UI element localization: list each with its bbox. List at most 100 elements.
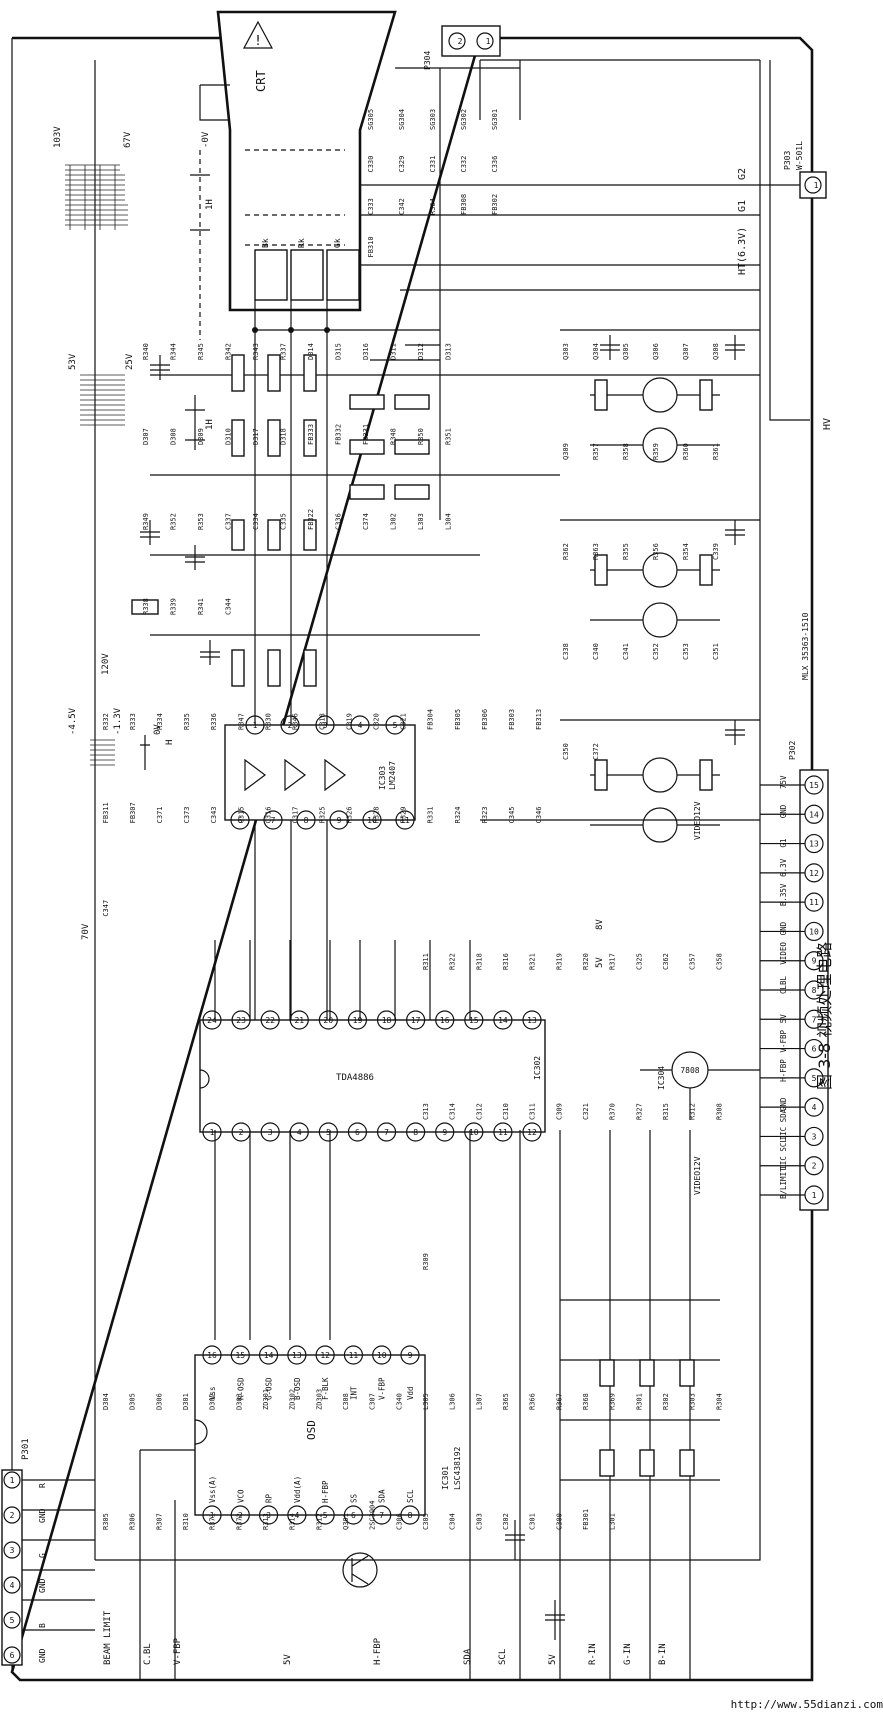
ic302-pin-23 xyxy=(231,1010,251,1030)
ic301-pin-number: 5 xyxy=(323,1511,328,1520)
component-ref: D308 xyxy=(170,428,178,445)
p302-pin-number: 5 xyxy=(812,1074,817,1083)
p301-signal-label: B xyxy=(38,1623,47,1628)
component-ref: C329 xyxy=(398,156,406,173)
p301-pin-3 xyxy=(3,1541,21,1559)
crt-nets: G2 G1 HT(6.3V) HV xyxy=(360,60,833,520)
net-g1: G1 xyxy=(737,200,748,212)
component-ref: C336 xyxy=(335,513,343,530)
ic301-top-pins: 16Vss15R-OSD14G-OSD13B-OSD12F-BLK11INT10… xyxy=(202,1345,420,1400)
component-ref: C302 xyxy=(502,1513,510,1530)
component-ref: R334 xyxy=(156,713,164,730)
component-ref: R364 xyxy=(429,198,437,215)
component-ref: FB306 xyxy=(481,709,489,730)
ic302-pin-number: 4 xyxy=(297,1128,302,1137)
component-ref: R348 xyxy=(390,428,398,445)
component-ref: C345 xyxy=(508,806,516,823)
ic301-pin-16 xyxy=(202,1345,222,1365)
ic302-pin-14 xyxy=(493,1010,513,1030)
component-ref: FB308 xyxy=(460,194,468,215)
voltage-0v-top: -0V xyxy=(201,131,211,148)
p302-ref: P302 xyxy=(788,741,797,760)
component-ref: C319 xyxy=(346,713,354,730)
component-ref: R340 xyxy=(142,343,150,360)
waveform-sketches xyxy=(65,150,210,770)
ic303-pin-number: 11 xyxy=(400,816,410,825)
component-ref: Q308 xyxy=(712,343,720,360)
bottom-signal-label: SDA xyxy=(463,1648,473,1665)
component-ref: R343 xyxy=(252,343,260,360)
component-ref: C341 xyxy=(622,643,630,660)
ic301-pin-13 xyxy=(287,1345,307,1365)
component-ref: C333 xyxy=(367,198,375,215)
p301-signal-label: R xyxy=(38,1483,47,1488)
component-ref: C342 xyxy=(398,198,406,215)
component-ref: R349 xyxy=(142,513,150,530)
crt-label: CRT xyxy=(254,70,268,92)
component-ref: C308 xyxy=(342,1393,350,1410)
ic302-pin-12 xyxy=(522,1122,542,1142)
component-ref: C337 xyxy=(225,513,233,530)
p302-pin-number: 1 xyxy=(812,1191,817,1200)
p303-ref: P303 xyxy=(783,151,792,170)
ic302-pin-1 xyxy=(202,1122,222,1142)
ic302-pin-10 xyxy=(464,1122,484,1142)
ic301-pin-label: G-OSD xyxy=(265,1377,274,1400)
bottom-signal-label: G-IN xyxy=(623,1643,633,1665)
p302-signal-label: 6.3V xyxy=(779,858,788,877)
component-ref: C316 xyxy=(264,806,272,823)
ic301-pin-label: R-OSD xyxy=(236,1377,245,1400)
ic302-pin-number: 13 xyxy=(527,1016,537,1025)
ic301-pin-label: H-FBP xyxy=(321,1480,330,1503)
ic301-pin-number: 2 xyxy=(238,1511,243,1520)
ic302-ref: IC302 xyxy=(533,1056,542,1080)
component-ref: D317 xyxy=(252,428,260,445)
component-ref: L307 xyxy=(475,1393,483,1410)
p301-pin-4 xyxy=(3,1576,21,1594)
bottom-signal-label: 5V xyxy=(548,1654,558,1665)
ic302-pin-16 xyxy=(435,1010,455,1030)
ic303-pin-8 xyxy=(296,810,316,830)
component-ref: R332 xyxy=(102,713,110,730)
component-ref: D315 xyxy=(335,343,343,360)
p302-signal-label: B.35V xyxy=(779,883,788,906)
component-ref: ZD302 xyxy=(289,1389,297,1410)
component-ref: C315 xyxy=(237,806,245,823)
component-ref: C374 xyxy=(362,513,370,530)
component-ref: C332 xyxy=(460,156,468,173)
ic303-pin-5 xyxy=(385,715,405,735)
component-ref: D304 xyxy=(102,1393,110,1410)
ic302-pin-5 xyxy=(318,1122,338,1142)
component-ref: R321 xyxy=(529,953,537,970)
ic302-pin-6 xyxy=(347,1122,368,1142)
p301-signal-label: GND xyxy=(38,1648,47,1663)
bottom-signal-label: B-IN xyxy=(658,1643,668,1665)
component-ref: C306 xyxy=(395,1513,403,1530)
component-ref: R319 xyxy=(555,953,563,970)
ic301-pin-label: V-FBP xyxy=(378,1377,387,1400)
component-ref: R314 xyxy=(289,1513,297,1530)
ic301-pin-number: 13 xyxy=(292,1351,302,1360)
label-1h-mid: 1H xyxy=(205,419,215,430)
component-ref: C358 xyxy=(715,953,723,970)
ic302-pin-3 xyxy=(260,1122,280,1142)
crt-warning-mark: ! xyxy=(254,34,262,49)
p301-pin-number: 6 xyxy=(10,1651,15,1660)
ic304-part: 7808 xyxy=(680,1066,699,1075)
component-ref: R331 xyxy=(427,806,435,823)
ic302-part: TDA4886 xyxy=(336,1073,374,1083)
crt-pin-bk: Bk xyxy=(261,238,270,248)
crt-pin-rk: Rk xyxy=(297,238,306,248)
component-ref: R327 xyxy=(635,1103,643,1120)
p302-pin-number: 13 xyxy=(809,840,819,849)
component-ref: R306 xyxy=(129,1513,137,1530)
ic303-pin-number: 3 xyxy=(323,721,328,730)
component-ref: R302 xyxy=(662,1393,670,1410)
component-ref: Q309 xyxy=(562,443,570,460)
ic303-pin-number: 10 xyxy=(367,816,377,825)
ic301-pin-15 xyxy=(230,1345,250,1365)
ic301-pin-2 xyxy=(230,1505,250,1525)
